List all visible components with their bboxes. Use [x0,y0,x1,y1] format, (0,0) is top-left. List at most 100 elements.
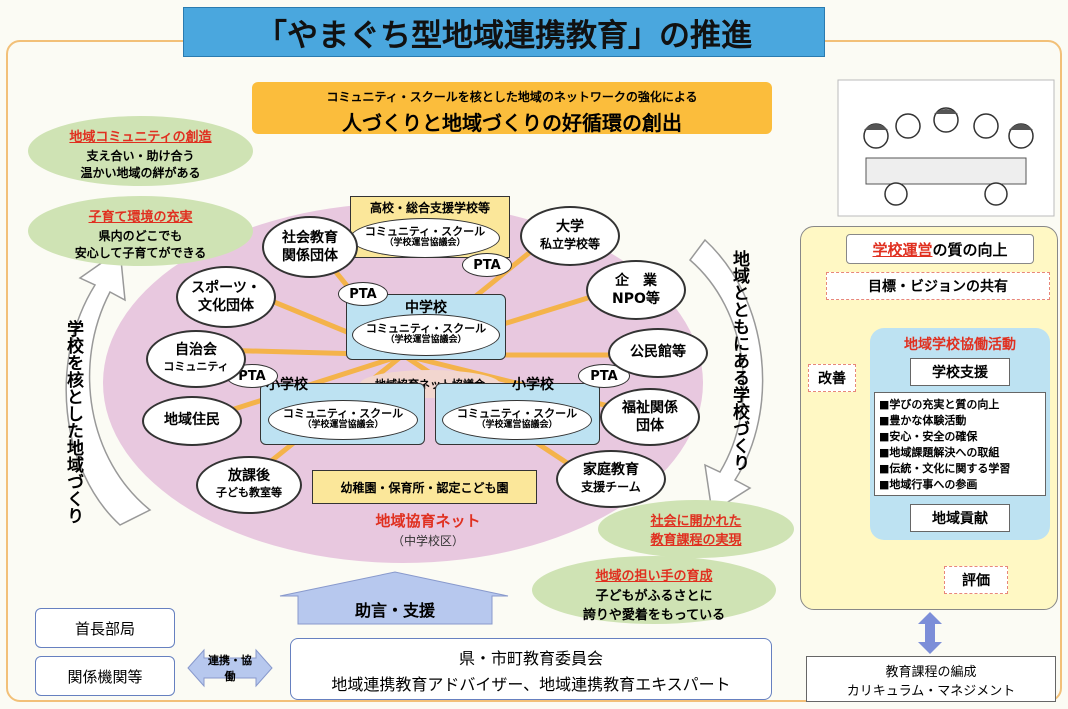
high-school-label: 高校・総合支援学校等 [369,201,490,215]
activity-item: ■地域課題解決への取組 [879,446,1000,459]
partner-company: 企 業 NPO等 [586,260,686,320]
support-box: 学校支援 [910,358,1010,386]
partner-jichikai-1: 自治会 [175,342,217,358]
vertical-double-arrow [918,612,942,654]
cs-junior-line2: （学校運営協議会） [385,335,467,346]
partner-residents: 地域住民 [142,396,242,446]
activity-item: ■学びの充実と質の向上 [879,398,1000,411]
cooperation-label: 連携・協働 [208,654,252,683]
cs-elem-right-line1: コミュニティ・スクール [456,407,578,420]
cs-high-line2: （学校運営協議会） [384,238,466,249]
subtitle-line1: コミュニティ・スクールを核とした地域のネットワークの強化による [326,90,698,104]
bubble-community-heading: 地域コミュニティの創造 [69,130,212,145]
subtitle-line2: 人づくりと地域づくりの好循環の創出 [342,111,682,135]
contribution-box: 地域貢献 [910,504,1010,532]
evaluation-box: 評価 [944,566,1008,594]
partner-sports-2: 文化団体 [198,297,254,314]
partner-home-ed-1: 家庭教育 [583,462,639,478]
elementary-right-label: 小学校 [512,377,554,393]
bubble-community: 地域コミュニティの創造 支え合い・助け合う 温かい地域の絆がある [28,116,253,186]
partner-welfare-2: 団体 [636,417,664,434]
quality-title-highlight: 学校運営 [872,240,933,259]
bubble-curriculum-heading: 社会に開かれた [650,514,742,529]
pta-junior: PTA [338,282,388,306]
elementary-left-label: 小学校 [266,377,308,393]
mayor-box: 首長部局 [35,608,175,648]
bubble-curriculum: 社会に開かれた 教育課程の実現 [598,500,794,558]
bubble-childcare-text2: 安心して子育てができる [74,246,207,260]
curriculum-line2: カリキュラム・マネジメント [846,684,1016,699]
bubble-successor-text2: 誇りや愛着をもっている [582,608,726,623]
left-curve-arrow [65,248,152,526]
bubble-successor-heading: 地域の担い手の育成 [595,569,713,584]
partner-residents-label: 地域住民 [164,412,220,429]
partner-afterschool-2: 子ども教室等 [216,485,282,499]
partner-home-ed: 家庭教育 支援チーム [556,450,666,508]
partner-afterschool: 放課後 子ども教室等 [196,456,302,514]
goal-box: 目標・ビジョンの共有 [826,272,1050,300]
bubble-community-text2: 温かい地域の絆がある [80,166,201,180]
curriculum-box: 教育課程の編成 カリキュラム・マネジメント [806,656,1056,702]
left-arrow-label: 学校を核とした地域づくり [63,320,83,524]
bubble-successor: 地域の担い手の育成 子どもがふるさとに 誇りや愛着をもっている [532,556,776,624]
partner-kominkan-label: 公民館等 [630,344,686,361]
activity-item: ■安心・安全の確保 [879,430,978,443]
bubble-childcare-text1: 県内のどこでも [98,229,183,243]
partner-jichikai: 自治会 コミュニティ [146,330,246,388]
partner-welfare-1: 福祉関係 [622,400,678,416]
subtitle-box: コミュニティ・スクールを核とした地域のネットワークの強化による 人づくりと地域づ… [252,82,772,135]
partner-company-2: NPO等 [612,290,660,307]
partner-university-1: 大学 [556,219,584,235]
bubble-community-text1: 支え合い・助け合う [86,149,195,163]
support-arrow-label: 助言・支援 [354,601,435,620]
board-box: 県・市町教育委員会 地域連携教育アドバイザー、地域連携教育エキスパート [290,638,772,700]
activity-label: 地域学校協働活動 [904,337,1016,353]
partner-social-ed: 社会教育 関係団体 [262,216,358,278]
meeting-illustration [837,79,1055,217]
page-title: 「やまぐち型地域連携教育」の推進 [256,17,752,54]
partner-social-ed-2: 関係団体 [282,247,338,264]
bubble-childcare: 子育て環境の充実 県内のどこでも 安心して子育てができる [28,196,253,266]
quality-title-rest: の質の向上 [932,240,1008,259]
kaizen-label: 改善 [818,371,846,387]
partner-sports: スポーツ・ 文化団体 [176,266,276,328]
partner-kominkan: 公民館等 [608,328,708,378]
cs-junior-line1: コミュニティ・スクール [365,322,487,335]
network-label: 地域協育ネット [375,512,481,530]
bubble-childcare-heading: 子育て環境の充実 [88,210,193,225]
partner-afterschool-1: 放課後 [228,468,270,484]
mayor-label: 首長部局 [74,619,135,638]
network-district: （中学校区） [391,534,464,548]
cooperation-arrow-shape [187,648,273,688]
bubble-successor-text1: 子どもがふるさとに [595,589,713,604]
right-arrow-label: 地域とともにある学校づくり [729,250,749,471]
partner-home-ed-2: 支援チーム [581,479,641,494]
activity-item: ■伝統・文化に関する学習 [879,462,1011,475]
goal-label: 目標・ビジョンの共有 [868,279,1008,295]
activity-item: ■地域行事への参画 [879,478,978,491]
support-arrow-shape [279,571,509,625]
partner-company-1: 企 業 [615,273,657,289]
evaluation-label: 評価 [962,573,990,589]
kindergarten-label: 幼稚園・保育所・認定こども園 [340,480,509,495]
partner-welfare: 福祉関係 団体 [600,388,700,446]
cs-oval-high: コミュニティ・スクール （学校運営協議会） [350,218,500,258]
activity-items-box: ■学びの充実と質の向上 ■豊かな体験活動 ■安心・安全の確保 ■地域課題解決への… [874,392,1046,496]
agencies-box: 関係機関等 [35,656,175,696]
activity-item: ■豊かな体験活動 [879,414,967,427]
curriculum-line1: 教育課程の編成 [885,665,977,680]
cs-high-line1: コミュニティ・スクール [364,225,486,238]
kaizen-box: 改善 [808,364,856,392]
kindergarten-box: 幼稚園・保育所・認定こども園 [312,470,537,504]
contribution-label: 地域貢献 [932,511,988,527]
board-line2: 地域連携教育アドバイザー、地域連携教育エキスパート [331,675,731,694]
cs-oval-elem-left: コミュニティ・スクール （学校運営協議会） [268,400,418,440]
cs-elem-left-line1: コミュニティ・スクール [282,407,404,420]
partner-sports-1: スポーツ・ [191,280,261,296]
pta-high: PTA [462,253,512,277]
cs-elem-left-line2: （学校運営協議会） [302,420,384,431]
support-label: 学校支援 [932,365,988,381]
partner-university: 大学 私立学校等 [520,206,620,266]
partner-university-2: 私立学校等 [539,236,600,251]
title-banner: 「やまぐち型地域連携教育」の推進 [183,7,825,57]
